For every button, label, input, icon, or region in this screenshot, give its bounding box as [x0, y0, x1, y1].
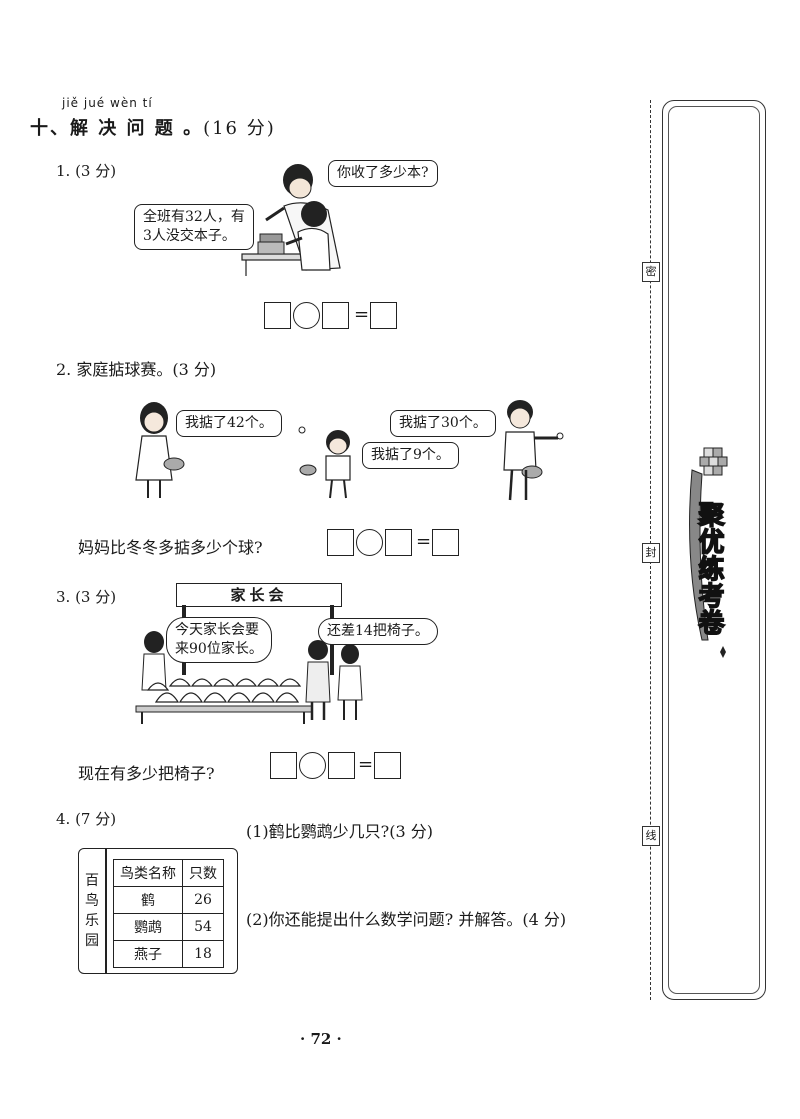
q2-answer-box-2[interactable]: [385, 529, 412, 556]
q2-answer-box-1[interactable]: [327, 529, 354, 556]
q4-row-count: 26: [182, 886, 224, 914]
sidebar-inner-frame: [668, 106, 760, 994]
q4-row-name: 燕子: [113, 940, 183, 968]
q2-dad-bubble: 我掂了30个。: [390, 410, 496, 437]
q3-banner: 家长会: [176, 583, 342, 607]
q1-teacher-bubble: 你收了多少本?: [328, 160, 438, 187]
q3-answer-box-result[interactable]: [374, 752, 401, 779]
q2-kid-bubble: 我掂了9个。: [362, 442, 459, 469]
seal-char-xian: 线: [642, 826, 660, 846]
q3-right-bubble-text: 还差14把椅子。: [327, 623, 429, 639]
q1-operator-circle[interactable]: [293, 302, 320, 329]
q1-student-bubble: 全班有32人，有 3人没交本子。: [134, 204, 254, 250]
q1-teacher-bubble-text: 你收了多少本?: [337, 165, 429, 181]
q2-operator-circle[interactable]: [356, 529, 383, 556]
q1-illustration: [241, 164, 341, 276]
q4-sub2: (2)你还能提出什么数学问题? 并解答。(4 分): [246, 910, 567, 929]
table-row: 鹦鹉 54: [113, 913, 224, 941]
q1-answer-box-2[interactable]: [322, 302, 349, 329]
q4-header-count: 只数: [182, 859, 224, 887]
q4-table-frame: 百鸟乐园 鸟类名称 只数 鹤 26 鹦鹉 54 燕子 18: [78, 848, 238, 974]
q2-question: 妈妈比冬冬多掂多少个球?: [78, 538, 263, 557]
table-row: 鹤 26: [113, 886, 224, 914]
q2-label: 2. 家庭掂球赛。(3 分): [56, 360, 217, 379]
q1-student-bubble-line1: 全班有32人，有: [143, 209, 245, 225]
seal-char-mi: 密: [642, 262, 660, 282]
q3-left-bubble-line1: 今天家长会要: [175, 622, 259, 638]
q3-operator-circle[interactable]: [299, 752, 326, 779]
q3-equals-sign: =: [358, 754, 374, 775]
q2-equals-sign: =: [416, 531, 432, 552]
q2-answer-box-result[interactable]: [432, 529, 459, 556]
q2-kid-figure: [298, 426, 351, 499]
section-pinyin: jiě jué wèn tí: [62, 96, 153, 110]
q2-mom-bubble: 我掂了42个。: [176, 410, 282, 437]
section-title-text: 十、解 决 问 题 。: [30, 118, 204, 139]
section-title: 十、解 决 问 题 。(16 分): [30, 114, 276, 140]
q3-left-bubble-line2: 来90位家长。: [175, 641, 263, 657]
q2-mom-bubble-text: 我掂了42个。: [185, 415, 273, 431]
q4-row-count: 54: [182, 913, 224, 941]
q3-answer-box-1[interactable]: [270, 752, 297, 779]
q2-kid-bubble-text: 我掂了9个。: [371, 447, 450, 463]
q4-table-caption: 百鸟乐园: [85, 873, 99, 949]
q4-bird-table: 鸟类名称 只数 鹤 26 鹦鹉 54 燕子 18: [113, 859, 224, 968]
sidebar-panel: [662, 100, 766, 1000]
seal-char-feng: 封: [642, 543, 660, 563]
q1-student-bubble-line2: 3人没交本子。: [143, 228, 236, 244]
q1-equals-sign: =: [354, 304, 370, 325]
q3-banner-text: 家长会: [230, 586, 288, 604]
q4-table-divider: [105, 849, 107, 973]
q3-left-bubble: 今天家长会要 来90位家长。: [166, 617, 272, 663]
q2-mom-figure: [135, 402, 185, 498]
q1-label: 1. (3 分): [56, 162, 117, 180]
page-number: · 72 ·: [300, 1030, 342, 1048]
q2-dad-figure: [503, 400, 564, 501]
q4-row-count: 18: [182, 940, 224, 968]
q2-dad-bubble-text: 我掂了30个。: [399, 415, 487, 431]
q1-answer-box-result[interactable]: [370, 302, 397, 329]
q4-row-name: 鹦鹉: [113, 913, 183, 941]
table-row: 燕子 18: [113, 940, 224, 968]
q4-row-name: 鹤: [113, 886, 183, 914]
q1-answer-box-1[interactable]: [264, 302, 291, 329]
q3-answer-box-2[interactable]: [328, 752, 355, 779]
q4-label: 4. (7 分): [56, 810, 117, 828]
q4-table-header-row: 鸟类名称 只数: [113, 859, 224, 887]
q3-question: 现在有多少把椅子?: [78, 764, 215, 783]
q4-sub1: (1)鹤比鹦鹉少几只?(3 分): [246, 822, 433, 841]
sidebar-title: 聚优练考卷: [693, 500, 725, 637]
sidebar-logo-icon: [689, 447, 728, 658]
q3-label: 3. (3 分): [56, 588, 117, 606]
q4-header-name: 鸟类名称: [113, 859, 183, 887]
q3-chairs-illustration: [135, 631, 363, 724]
q3-right-bubble: 还差14把椅子。: [318, 618, 438, 645]
section-points: (16 分): [203, 118, 276, 139]
